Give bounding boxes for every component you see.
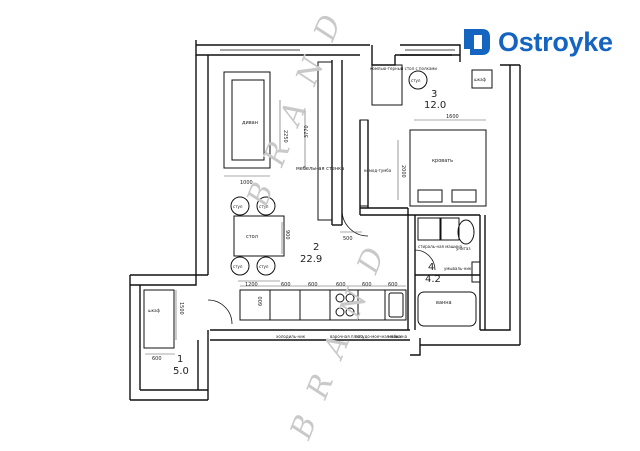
dresser xyxy=(359,119,369,207)
dim-600-4: 600 xyxy=(362,282,372,288)
label-bed: кровать xyxy=(432,158,453,164)
chair-3 xyxy=(230,256,250,276)
room-3-area: 12.0 xyxy=(424,100,446,111)
label-fridge: холодиль-ник xyxy=(276,334,306,339)
computer-desk xyxy=(371,64,403,106)
dim-600-6: 600 xyxy=(258,296,264,306)
dim-600-3: 600 xyxy=(336,282,346,288)
wall-unit xyxy=(317,61,333,221)
kitchen-sink xyxy=(388,292,404,318)
label-stove: варочная плита xyxy=(330,334,364,339)
room-3-number: 3 xyxy=(431,89,437,100)
dim-2000: 2000 xyxy=(400,165,406,178)
label-washing-machine: стираль-ная машина xyxy=(418,244,463,249)
sofa xyxy=(223,71,271,169)
label-table: стол xyxy=(246,234,258,240)
room-4-number: 4 xyxy=(428,262,434,273)
label-toilet: унитаз xyxy=(456,246,471,251)
brand-logo[interactable]: Ostroyke xyxy=(462,22,613,62)
dim-1000: 1000 xyxy=(240,180,253,186)
dim-1600: 1600 xyxy=(446,114,459,120)
toilet xyxy=(457,219,475,245)
room-1-number: 1 xyxy=(177,354,183,365)
label-chair-4: стул xyxy=(259,264,269,269)
dim-1200: 1200 xyxy=(245,282,258,288)
room-2-area: 22.9 xyxy=(300,254,322,265)
furniture xyxy=(143,61,493,349)
dim-500: 500 xyxy=(343,236,353,242)
chair-4 xyxy=(256,256,276,276)
brand-logo-icon xyxy=(464,29,490,55)
dim-600-2: 600 xyxy=(308,282,318,288)
dim-900: 900 xyxy=(284,230,290,240)
washing-machine xyxy=(417,217,441,241)
room-1-area: 5.0 xyxy=(173,366,189,377)
pillow-2 xyxy=(451,189,477,203)
dimension-lines xyxy=(145,100,486,355)
kitchen-counter xyxy=(239,289,407,321)
label-dresser: комод-тумба xyxy=(364,168,392,173)
dim-2250: 2250 xyxy=(282,130,288,143)
windows xyxy=(220,44,455,56)
room-4-area: 4.2 xyxy=(425,274,441,285)
label-chair-3: стул xyxy=(233,264,243,269)
dim-600-1: 600 xyxy=(281,282,291,288)
label-sofa: диван xyxy=(242,120,258,126)
chair-room3 xyxy=(408,70,428,90)
dim-600-7: 600 xyxy=(152,356,162,362)
label-chair-1: стул xyxy=(233,204,243,209)
label-chair-room3: стул xyxy=(411,78,421,83)
bed xyxy=(409,129,487,207)
label-wardrobe-room3: шкаф xyxy=(474,77,487,82)
sofa-cushion xyxy=(231,79,265,161)
wardrobe-hall xyxy=(143,289,175,349)
dim-3770: 3770 xyxy=(304,125,310,138)
labels: 2 22.9 3 12.0 4 4.2 1 5.0 диван мебельна… xyxy=(148,66,487,377)
wardrobe-room3 xyxy=(471,69,493,89)
bath-sink xyxy=(471,261,481,283)
table xyxy=(233,215,285,257)
label-chair-2: стул xyxy=(259,204,269,209)
brand-name: Ostroyke xyxy=(498,26,613,57)
label-wall-unit: мебельная стенка xyxy=(296,166,344,172)
label-kitchen-sink: мойка xyxy=(388,334,401,339)
label-bath: ванна xyxy=(436,300,452,306)
pillow-1 xyxy=(417,189,443,203)
dim-1500: 1500 xyxy=(178,302,184,315)
label-bath-sink: умываль-ник xyxy=(444,266,472,271)
label-wardrobe-hall: шкаф xyxy=(148,308,161,313)
chair-2 xyxy=(256,196,276,216)
label-dishwasher: посудо-моечная машина xyxy=(355,334,408,339)
dim-600-5: 600 xyxy=(388,282,398,288)
label-computer-desk: компью-терный стол с полками xyxy=(370,66,437,71)
bath xyxy=(417,291,477,327)
room-2-number: 2 xyxy=(313,242,319,253)
chair-1 xyxy=(230,196,250,216)
doors xyxy=(207,209,436,325)
